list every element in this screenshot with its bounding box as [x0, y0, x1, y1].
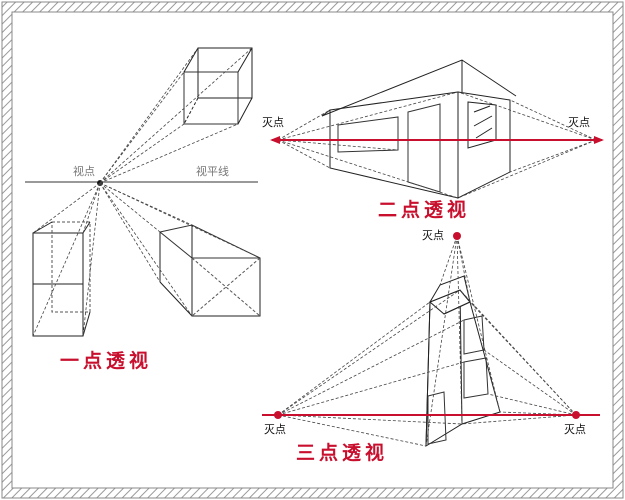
three-point-vp-right-label: 灭点 [564, 423, 586, 436]
two-point-title: 二点透视 [378, 199, 471, 221]
vp-top-dot [453, 232, 461, 240]
tower [425, 275, 501, 447]
two-point-perspective [270, 59, 604, 199]
two-point-vp-right-label: 灭点 [568, 116, 590, 129]
vp-right-dot [572, 411, 580, 419]
three-point-title: 三点透视 [296, 442, 389, 464]
three-point-vp-top-label: 灭点 [422, 229, 444, 242]
two-point-vp-left-label: 灭点 [262, 116, 284, 129]
viewpoint-label: 视点 [73, 165, 95, 178]
one-point-title: 一点透视 [60, 350, 153, 372]
three-point-perspective [262, 232, 600, 447]
horizon-label: 视平线 [196, 165, 229, 178]
vp-left-dot [274, 411, 282, 419]
left-tall-box [32, 221, 91, 337]
top-box [183, 47, 253, 125]
one-point-perspective [25, 47, 261, 337]
three-point-vp-left-label: 灭点 [264, 423, 286, 436]
